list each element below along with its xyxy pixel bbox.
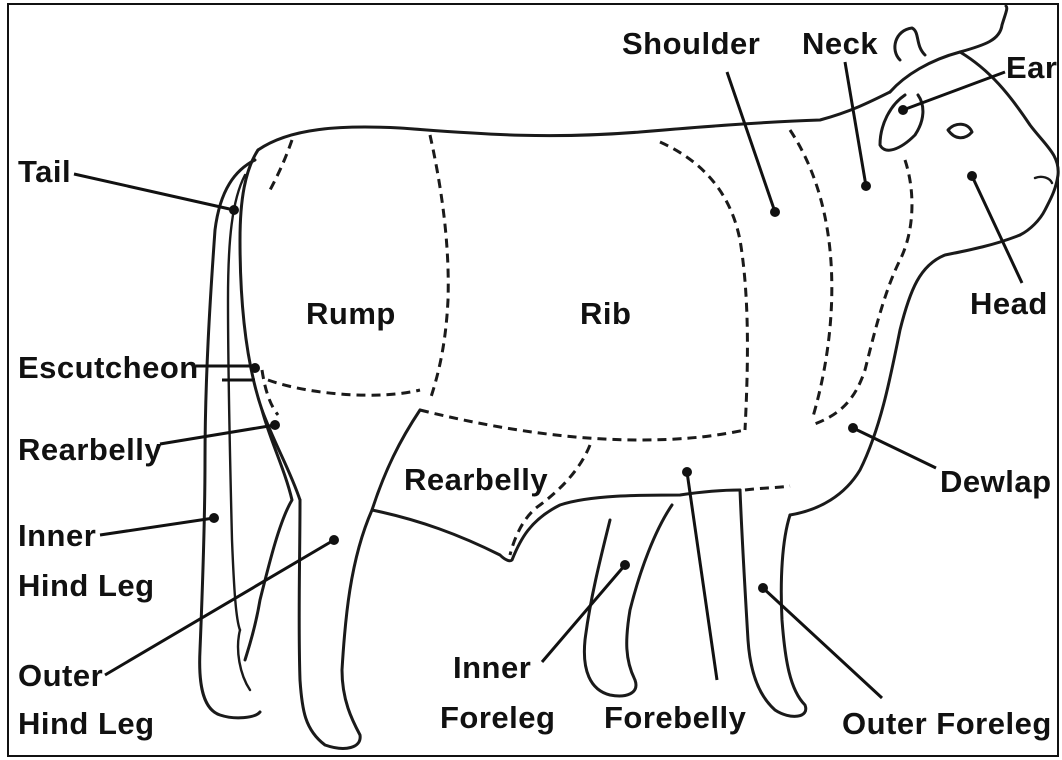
ear-shape: [880, 95, 923, 150]
label-rearbelly-left: Rearbelly: [18, 434, 162, 465]
outer-hind-leg-shape: [299, 410, 420, 748]
label-ear: Ear: [1006, 52, 1057, 83]
outer-foreleg-leader: [763, 588, 882, 698]
rib-belly-division: [420, 410, 745, 440]
tail-inner-line: [228, 175, 245, 630]
tail-leader: [74, 174, 234, 210]
label-shoulder: Shoulder: [622, 28, 760, 59]
shoulder-dot: [770, 207, 780, 217]
rearbelly-left-dot: [270, 420, 280, 430]
dewlap-leader: [853, 428, 936, 468]
outer-foreleg-dot: [758, 583, 768, 593]
label-outer-hind-leg-line2: Hind Leg: [18, 708, 155, 739]
label-rump: Rump: [306, 298, 396, 329]
head-leader: [972, 176, 1022, 283]
dewlap-dot: [848, 423, 858, 433]
label-head: Head: [970, 288, 1048, 319]
forebelly-division: [745, 486, 790, 490]
neck-leader: [845, 62, 866, 186]
neck-dot: [861, 181, 871, 191]
forebelly-dot: [682, 467, 692, 477]
head-dot: [967, 171, 977, 181]
label-neck: Neck: [802, 28, 878, 59]
escutcheon-division: [262, 370, 278, 415]
shoulder-leader: [727, 72, 775, 212]
label-outer-hind-leg-line1: Outer: [18, 660, 103, 691]
label-forebelly: Forebelly: [604, 702, 746, 733]
label-rearbelly-body: Rearbelly: [404, 464, 548, 495]
rump-rib-division: [430, 135, 448, 400]
inner-foreleg-shape: [584, 505, 672, 696]
tail-root-division: [270, 140, 292, 190]
label-tail: Tail: [18, 156, 71, 187]
cow-outline: [200, 6, 1059, 748]
leader-lines: [74, 62, 1022, 698]
label-dewlap: Dewlap: [940, 466, 1052, 497]
neck-dewlap-division: [812, 160, 912, 425]
label-escutcheon: Escutcheon: [18, 352, 199, 383]
back-line: [258, 92, 890, 150]
outer-foreleg-shape: [740, 490, 806, 716]
escutcheon-dot: [250, 363, 260, 373]
ear-leader: [903, 72, 1005, 110]
label-rib: Rib: [580, 298, 631, 329]
belly-line: [372, 490, 740, 561]
horn-shape: [895, 28, 925, 60]
label-inner-hind-leg-line1: Inner: [18, 520, 96, 551]
label-inner-hind-leg-line2: Hind Leg: [18, 570, 155, 601]
rump-rear-curve: [240, 150, 300, 500]
rib-shoulder-division: [660, 142, 747, 430]
shoulder-neck-division: [790, 130, 832, 420]
mouth-shape: [1035, 177, 1052, 183]
forebelly-leader: [687, 472, 717, 680]
head-shape: [890, 6, 1058, 235]
inner-hind-leg-dot: [209, 513, 219, 523]
cut-lines: [262, 130, 912, 555]
inner-hind-leg-shape: [245, 410, 292, 660]
inner-foreleg-dot: [620, 560, 630, 570]
label-inner-foreleg-line2: Foreleg: [440, 702, 555, 733]
label-inner-foreleg-line1: Inner: [453, 652, 531, 683]
tail-dot: [229, 205, 239, 215]
outer-hind-leg-dot: [329, 535, 339, 545]
ear-dot: [898, 105, 908, 115]
rump-belly-division: [268, 380, 420, 395]
inner-hind-leg-leader: [100, 518, 214, 535]
label-outer-foreleg: Outer Foreleg: [842, 708, 1052, 739]
eye-shape: [948, 124, 972, 138]
rearbelly-left-leader: [160, 425, 275, 444]
